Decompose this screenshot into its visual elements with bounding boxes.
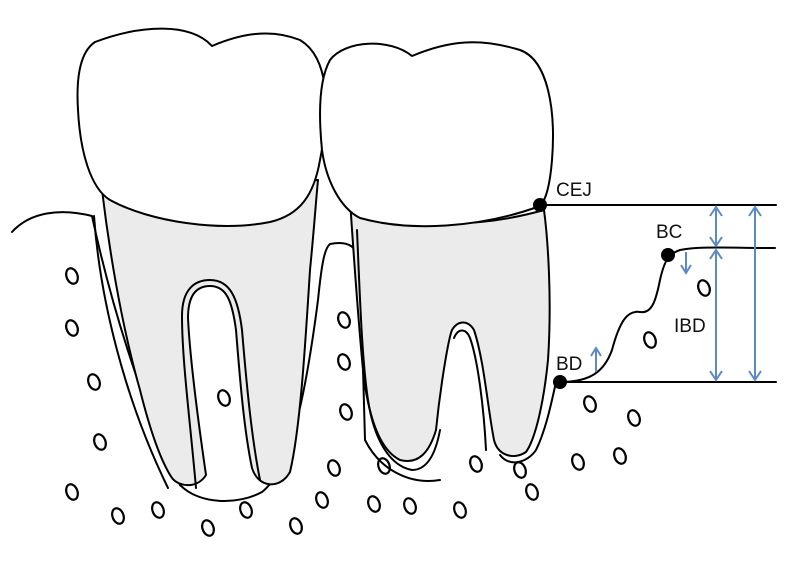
bd-point	[553, 375, 567, 389]
right-molar-pdl	[356, 229, 557, 471]
bone-granule	[453, 501, 467, 519]
bone-granule	[583, 395, 597, 413]
bone-granule	[643, 331, 657, 349]
bone-granule	[339, 403, 353, 421]
bone-granule	[65, 483, 79, 501]
bone-granule	[367, 495, 381, 513]
bone-granule	[217, 389, 231, 407]
bone-granule	[111, 507, 125, 525]
bone-granule	[513, 461, 527, 479]
left-molar-crown	[76, 27, 327, 227]
bone-granule	[151, 501, 165, 519]
bone-granule	[65, 319, 79, 337]
left-molar-pdl	[93, 215, 261, 489]
bone-granule	[469, 455, 483, 473]
bone-granule	[337, 353, 351, 371]
bone-granule	[239, 501, 253, 519]
label-bc: BC	[656, 222, 682, 243]
bone-granule	[93, 433, 107, 451]
bone-granule	[87, 373, 101, 391]
bone-granule	[571, 453, 585, 471]
label-cej: CEJ	[556, 180, 592, 201]
bone-granule	[525, 483, 539, 501]
right-molar-crown	[319, 41, 554, 228]
cej-point	[533, 198, 547, 212]
bone-granule	[315, 491, 329, 509]
bone-granule	[337, 311, 351, 329]
bone-granule	[613, 447, 627, 465]
label-bd: BD	[556, 354, 582, 375]
left-molar-root	[101, 179, 319, 487]
bone-granules	[65, 267, 711, 537]
measurement-arrows	[590, 205, 762, 382]
bone-granule	[627, 409, 641, 427]
label-ibd: IBD	[674, 316, 706, 337]
bone-granule	[201, 519, 215, 537]
bone-granule	[327, 459, 341, 477]
bone-granule	[697, 279, 711, 297]
alveolar-crest-contour	[559, 246, 776, 383]
bone-granule	[377, 457, 391, 475]
right-molar-root	[349, 199, 551, 462]
bone-granule	[65, 267, 79, 285]
bone-granule	[289, 517, 303, 535]
bone-granule	[403, 497, 417, 515]
bc-point	[661, 248, 675, 262]
